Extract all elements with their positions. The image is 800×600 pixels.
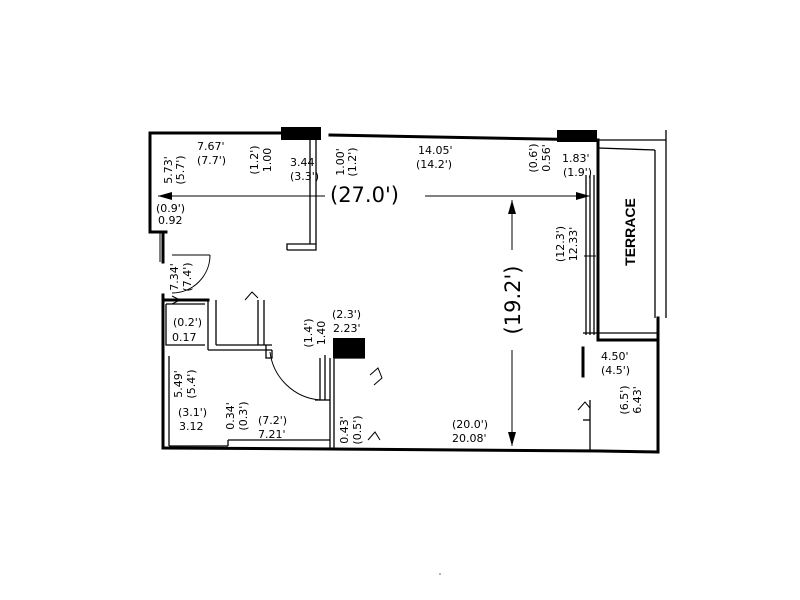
dim-label: 7.34': [168, 263, 181, 291]
overall-depth-label: (19.2'): [501, 266, 525, 335]
column-block-right: [557, 130, 597, 142]
dim-label: (2.3'): [332, 308, 361, 321]
dim-label: (14.2'): [416, 158, 452, 171]
door-swings: [159, 233, 591, 441]
dim-label: (7.7'): [197, 154, 226, 167]
dim-label: (7.4'): [181, 262, 194, 291]
dim-label: 1.83': [562, 152, 590, 165]
dim-label: (4.5'): [601, 364, 630, 377]
dim-label: (5.4'): [185, 369, 198, 398]
dim-label: (1.9'): [563, 166, 592, 179]
dim-label: (1.4'): [302, 318, 315, 347]
dim-label: (0.2'): [173, 316, 202, 329]
dim-label: 0.43': [338, 416, 351, 444]
dim-label: 0.34': [224, 402, 237, 430]
interior-partitions: [161, 140, 591, 450]
dimension-labels: 7.67' (7.7') 5.73' (5.7') (1.2') 1.00 3.…: [156, 140, 644, 445]
dim-label: 20.08': [452, 432, 487, 445]
dim-label: (0.5'): [351, 415, 364, 444]
dim-label: 1.00': [334, 148, 347, 176]
column-block-left: [281, 127, 321, 140]
dimension-lines: [158, 192, 590, 446]
dim-label: 12.33': [567, 227, 580, 262]
dim-label: 4.50': [601, 350, 629, 363]
dim-label: (3.3'): [290, 170, 319, 183]
dim-label: 0.56': [540, 144, 553, 172]
dim-label: 14.05': [418, 144, 453, 157]
dim-label: (7.2'): [258, 414, 287, 427]
dim-label: (0.9'): [156, 202, 185, 215]
dim-label: (6.5'): [618, 385, 631, 414]
dim-label: (5.7'): [174, 155, 187, 184]
dim-label: (1.2'): [346, 147, 359, 176]
dim-label: 5.73': [162, 156, 175, 184]
dim-label: (1.2'): [248, 145, 261, 174]
dim-label: (3.1'): [178, 406, 207, 419]
dim-label: 3.44': [290, 156, 318, 169]
terrace-window: [584, 175, 596, 335]
terrace-railing: [583, 130, 667, 334]
dim-label: 1.40: [315, 321, 328, 346]
dim-label: (0.3'): [237, 401, 250, 430]
dim-label: 5.49': [172, 370, 185, 398]
dim-label: 6.43': [631, 386, 644, 414]
dim-label: 3.12: [179, 420, 204, 433]
exterior-walls: [148, 131, 660, 454]
column-block-center: [333, 338, 365, 358]
dim-label: (0.6'): [527, 143, 540, 172]
overall-width-label: (27.0'): [330, 183, 399, 207]
dim-label: (20.0'): [452, 418, 488, 431]
dim-label: 0.17: [172, 331, 197, 344]
dim-label: 0.92: [158, 214, 183, 227]
dim-label: (12.3'): [554, 226, 567, 262]
dim-label: 2.23': [333, 322, 361, 335]
speck-dot: [439, 573, 441, 575]
dim-label: 7.21': [258, 428, 286, 441]
dim-label: 7.67': [197, 140, 225, 153]
terrace-label: TERRACE: [622, 198, 638, 266]
dim-label: 1.00: [261, 148, 274, 173]
